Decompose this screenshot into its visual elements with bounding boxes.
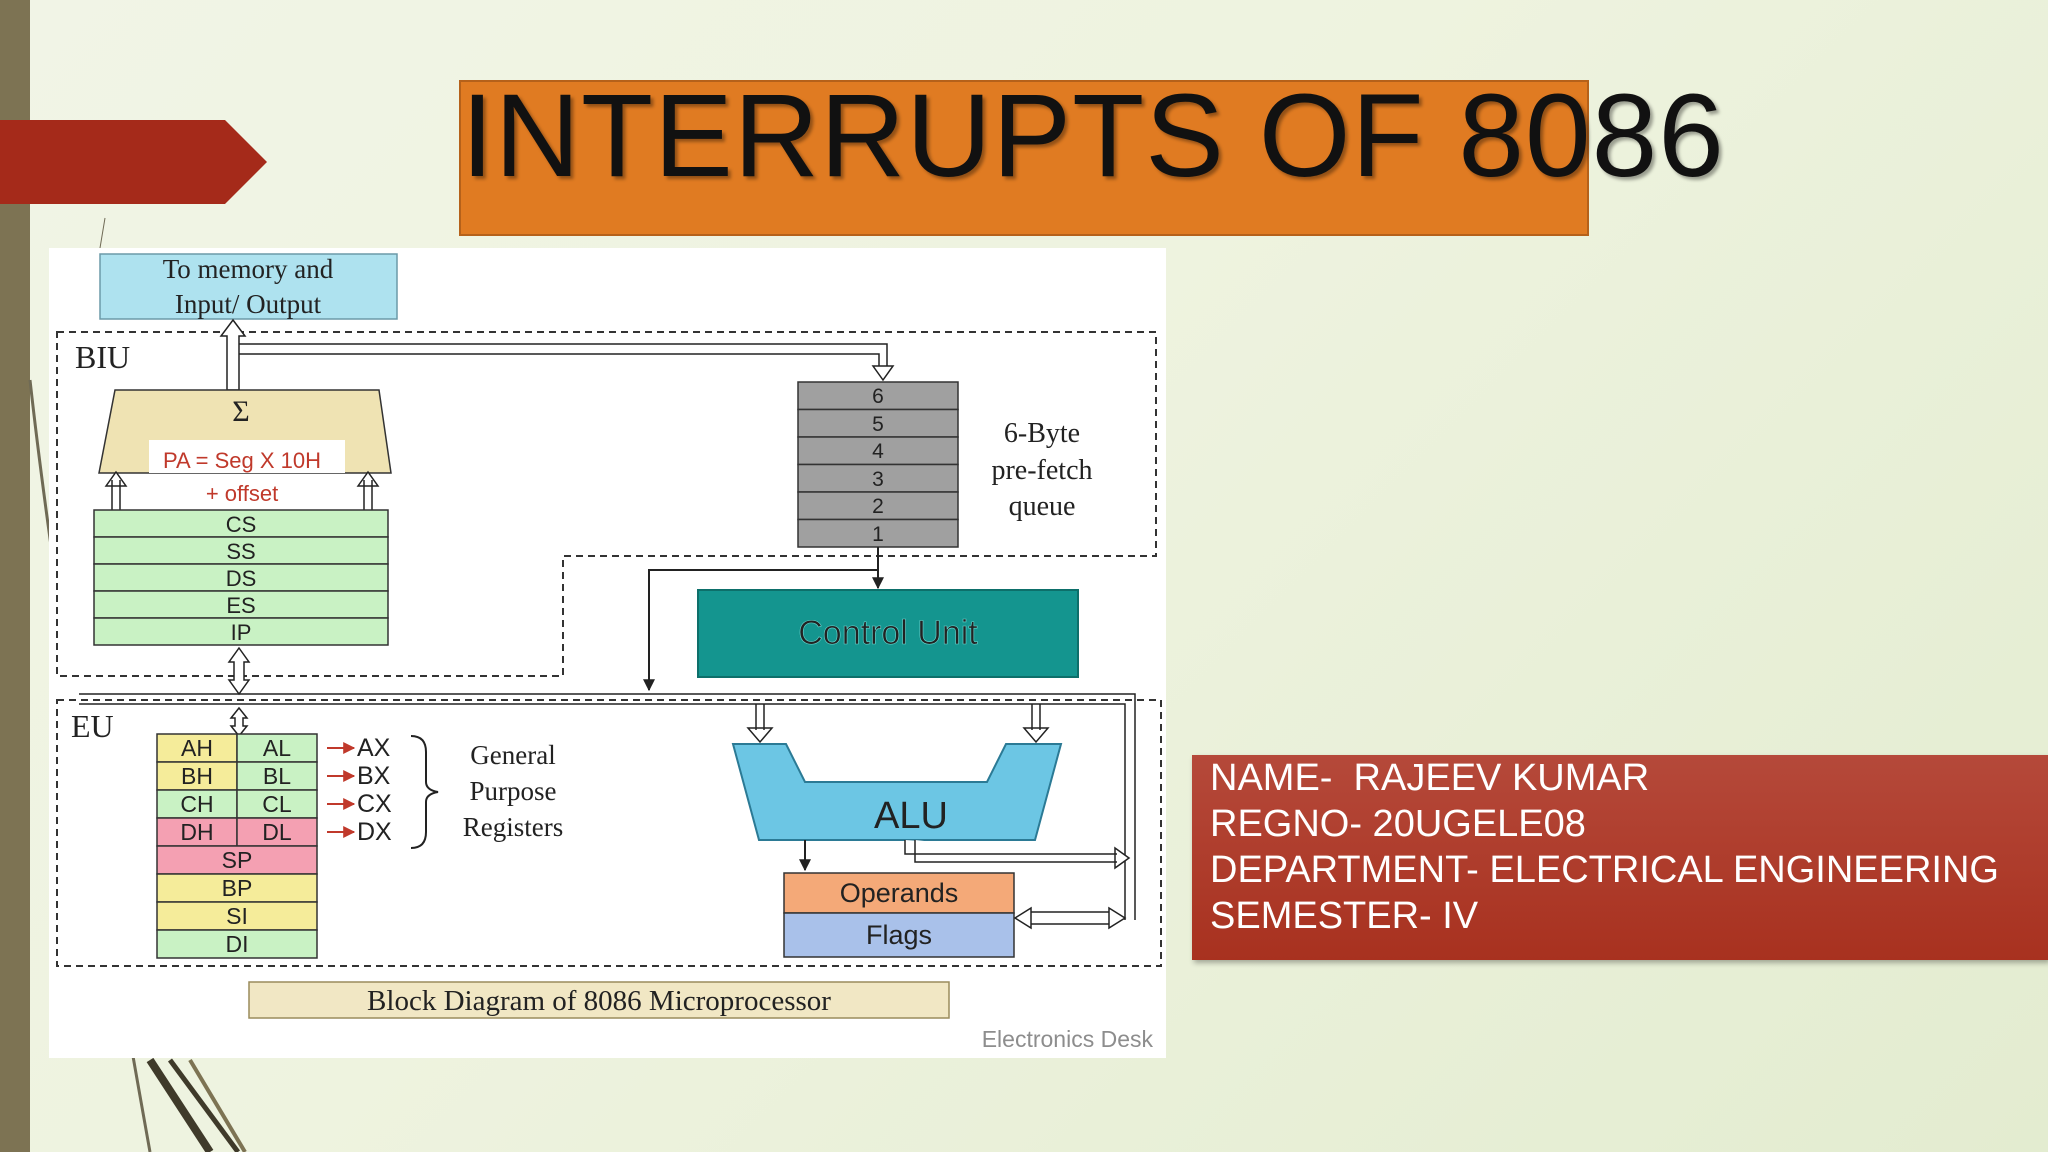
memory-io-box (99, 253, 398, 320)
eu-region (56, 699, 1162, 967)
queue-label-line1: 6-Byte (1004, 418, 1080, 449)
register-brace (410, 735, 439, 849)
gp-label-line3: Registers (463, 812, 564, 842)
biu-eu-arrow (227, 646, 251, 696)
register-dl: DL (262, 819, 292, 845)
prefetch-queue: 6 5 4 3 2 1 (797, 381, 959, 548)
operands-box (783, 872, 1015, 914)
memory-io-line1: To memory and (163, 254, 334, 284)
info-semester: SEMESTER- IV (1210, 895, 1479, 937)
segment-register-ip: IP (231, 620, 252, 645)
info-regno: REGNO- 20UGELE08 (1210, 803, 1586, 845)
gp-label-line2: Purpose (470, 776, 557, 806)
alu-label: ALU (874, 795, 948, 837)
queue-label-line3: queue (1009, 491, 1076, 522)
register-dh: DH (180, 819, 213, 845)
eu-label: EU (71, 708, 114, 744)
queue-cell-3: 3 (872, 468, 884, 491)
deco-curve (146, 1057, 214, 1152)
sigma-symbol: Σ (232, 395, 249, 428)
alu-input-arrow (746, 704, 774, 744)
info-name: NAME- RAJEEV KUMAR (1210, 757, 1650, 799)
eu-register-arrow (229, 706, 249, 738)
adder-input-arrow (104, 470, 128, 510)
diagram-caption: Block Diagram of 8086 Microprocessor (367, 985, 831, 1017)
deco-curve (188, 1058, 247, 1152)
control-unit-box (697, 589, 1079, 678)
queue-cell-4: 4 (872, 440, 884, 463)
queue-bus (239, 343, 888, 366)
segment-register-es: ES (226, 593, 255, 618)
queue-bus-arrow (871, 365, 895, 382)
register-pair-ax: AX (357, 734, 391, 762)
register-pair-cx: CX (357, 790, 392, 818)
alu-input-arrow (1022, 704, 1050, 744)
queue-label-line2: pre-fetch (991, 455, 1092, 486)
memory-io-line2: Input/ Output (175, 289, 322, 319)
internal-bus (79, 693, 1136, 920)
biu-region (56, 331, 1157, 677)
red-arrow-shape (0, 120, 267, 204)
register-si: SI (226, 903, 248, 929)
register-bl: BL (263, 763, 291, 789)
segment-register-cs: CS (226, 512, 257, 537)
register-bp: BP (222, 875, 253, 901)
register-al: AL (263, 735, 291, 761)
queue-cell-6: 6 (872, 385, 884, 408)
register-ah: AH (181, 735, 213, 761)
register-di: DI (226, 931, 249, 957)
control-unit-label: Control Unit (798, 614, 978, 652)
register-pair-dx: DX (357, 818, 392, 846)
flags-box (783, 912, 1015, 958)
alu-output-arrow (904, 840, 1131, 870)
register-cl: CL (262, 791, 292, 817)
caption-box (248, 981, 950, 1019)
control-feedback (643, 569, 878, 692)
block-diagram: To memory and Input/ Output BIU EU Σ PA … (49, 248, 1166, 1058)
segment-registers: CS SS DS ES IP (93, 509, 389, 646)
register-sp: SP (222, 847, 253, 873)
flags-label: Flags (866, 920, 932, 950)
gp-label-line1: General (470, 740, 555, 770)
adder-formula-line2: + offset (206, 481, 278, 506)
biu-label: BIU (75, 339, 130, 375)
memory-bus-arrow (219, 318, 247, 391)
queue-cell-1: 1 (872, 523, 884, 546)
register-ch: CH (180, 791, 213, 817)
flags-bus-arrow (1013, 906, 1127, 930)
slide-title: INTERRUPTS OF 8086 (461, 70, 1725, 202)
alu-shape (731, 743, 1063, 841)
segment-register-ds: DS (226, 566, 257, 591)
register-pair-bx: BX (357, 762, 391, 790)
queue-cell-2: 2 (872, 495, 884, 518)
operands-label: Operands (840, 878, 959, 908)
adder-inner (149, 440, 345, 473)
register-bh: BH (181, 763, 213, 789)
watermark: Electronics Desk (982, 1026, 1154, 1052)
queue-cell-5: 5 (872, 413, 884, 436)
deco-curve (167, 1058, 241, 1152)
title-box: INTERRUPTS OF 8086 (459, 70, 1724, 236)
adder-input-arrow (356, 470, 380, 510)
adder-formula-line1: PA = Seg X 10H (163, 448, 321, 473)
general-purpose-registers: AH AL BH BL CH CL DH DL (156, 733, 318, 847)
segment-register-ss: SS (226, 539, 255, 564)
pointer-index-registers: SP BP SI DI (156, 845, 318, 959)
info-department: DEPARTMENT- ELECTRICAL ENGINEERING (1210, 849, 1999, 891)
